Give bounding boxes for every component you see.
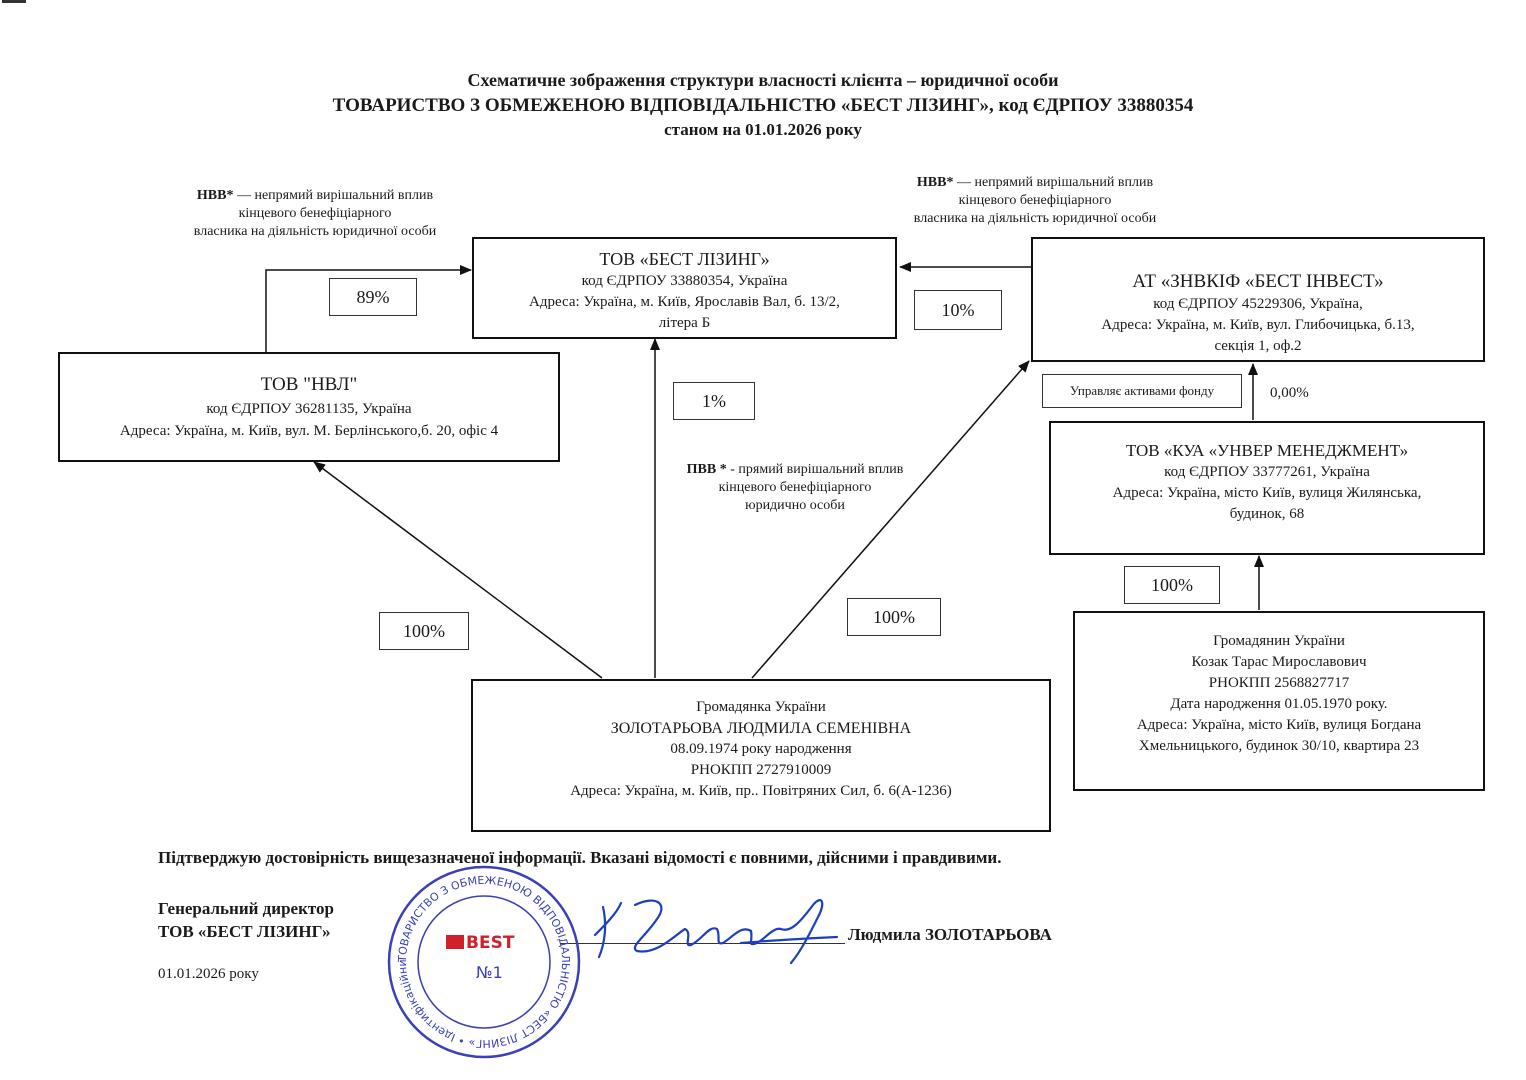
nvv-right-text3: власника на діяльність юридичної особи — [913, 211, 1157, 226]
company-stamp: ТОВАРИСТВО З ОБМЕЖЕНОЮ ВІДПОВІДАЛЬНІСТЮ … — [384, 862, 581, 1059]
entity-kua: ТОВ «КУА «УНВЕР МЕНЕДЖМЕНТ» код ЄДРПОУ 3… — [1049, 421, 1485, 555]
znvkif-addr1: Адреса: Україна, м. Київ, вул. Глибочиць… — [1101, 317, 1415, 333]
nvv-right-note: НВВ* — непрямий вирішальний вплив кінцев… — [870, 174, 1200, 228]
zolot-l5: Адреса: Україна, м. Київ, пр.. Повітряни… — [570, 783, 952, 799]
kua-addr1: Адреса: Україна, місто Київ, вулиця Жиля… — [1112, 485, 1422, 501]
best-addr2: літера Б — [658, 315, 711, 331]
kua-addr2: будинок, 68 — [1229, 506, 1305, 522]
pct-nvl-to-best: 89% — [329, 278, 417, 316]
pvv-abbr: ПВВ * — [686, 462, 727, 477]
zolot-l1: Громадянка України — [696, 699, 826, 715]
pct-zolot-to-znvkif: 100% — [847, 598, 941, 636]
handwritten-signature — [593, 899, 839, 965]
znvkif-addr2: секція 1, оф.2 — [1214, 338, 1302, 354]
zolot-l2: ЗОЛОТАРЬОВА ЛЮДМИЛА СЕМЕНІВНА — [610, 720, 912, 737]
nvv-left-text3: власника на діяльність юридичної особи — [193, 224, 437, 239]
nvv-left-abbr: НВВ* — [196, 188, 234, 203]
header-line-1: Схематичне зображення структури власност… — [467, 70, 1059, 90]
pvv-text3: юридично особи — [745, 498, 845, 513]
header-line-3: станом на 01.01.2026 року — [664, 120, 862, 139]
zolot-l4: РНОКПП 2727910009 — [690, 762, 832, 778]
pvv-text2: кінцевого бенефіціарного — [718, 480, 872, 495]
best-addr1: Адреса: Україна, м. Київ, Ярославів Вал,… — [529, 294, 840, 310]
znvkif-code: код ЄДРПОУ 45229306, Україна, — [1153, 296, 1363, 312]
entity-zolotaryova: Громадянка України ЗОЛОТАРЬОВА ЛЮДМИЛА С… — [471, 679, 1051, 832]
entity-best-lizing: ТОВ «БЕСТ ЛІЗИНГ» код ЄДРПОУ 33880354, У… — [472, 237, 897, 339]
pvv-note: ПВВ * - прямий вирішальний вплив кінцево… — [650, 461, 940, 515]
manages-assets-label: Управляє активами фонду — [1042, 374, 1242, 408]
entity-kozak: Громадянин України Козак Тарас Мирославо… — [1073, 611, 1485, 791]
best-code: код ЄДРПОУ 33880354, Україна — [581, 273, 788, 289]
scan-mark — [2, 0, 26, 3]
kozak-l2: Козак Тарас Мирославович — [1191, 654, 1367, 670]
kozak-l1: Громадянин України — [1213, 633, 1345, 649]
kozak-l4: Дата народження 01.05.1970 року. — [1170, 696, 1388, 712]
stamp-number: №1 — [476, 963, 503, 982]
entity-znvkif: АТ «ЗНВКІФ «БЕСТ ІНВЕСТ» код ЄДРПОУ 4522… — [1031, 237, 1485, 362]
kozak-l6: Хмельницького, будинок 30/10, квартира 2… — [1138, 738, 1420, 754]
kozak-l5: Адреса: Україна, місто Київ, вулиця Богд… — [1136, 717, 1422, 733]
pct-zolot-to-best: 1% — [673, 382, 755, 420]
stamp-ring-text: ТОВАРИСТВО З ОБМЕЖЕНОЮ ВІДПОВІДАЛЬНІСТЮ … — [384, 862, 572, 1050]
stamp-logo: BEST — [466, 933, 515, 953]
entity-nvl: ТОВ "НВЛ" код ЄДРПОУ 36281135, Україна А… — [58, 352, 560, 462]
pvv-text1: - прямий вирішальний вплив — [726, 462, 904, 477]
nvv-left-text1: — непрямий вирішальний вплив — [233, 188, 434, 203]
nvl-addr1: Адреса: Україна, м. Київ, вул. М. Берлін… — [119, 423, 499, 439]
signer-position-2: ТОВ «БЕСТ ЛІЗИНГ» — [158, 922, 331, 941]
arrow-zolot-to-znvkif — [751, 360, 1030, 679]
signer-name: Людмила ЗОЛОТАРЬОВА — [848, 925, 1052, 944]
confirmation-text: Підтверджую достовірність вищезазначеної… — [158, 848, 1002, 867]
pct-zolot-to-nvl: 100% — [379, 612, 469, 650]
znvkif-name: АТ «ЗНВКІФ «БЕСТ ІНВЕСТ» — [1132, 271, 1384, 292]
header-line-2: ТОВАРИСТВО З ОБМЕЖЕНОЮ ВІДПОВІДАЛЬНІСТЮ … — [332, 95, 1194, 116]
kozak-l3: РНОКПП 2568827717 — [1208, 675, 1350, 691]
arrow-zolot-to-nvl — [313, 461, 603, 679]
signature-line — [560, 943, 845, 944]
nvl-code: код ЄДРПОУ 36281135, Україна — [206, 401, 412, 417]
arrow-nvl-to-best — [265, 265, 472, 352]
signer-position-1: Генеральний директор — [158, 899, 334, 918]
best-name: ТОВ «БЕСТ ЛІЗИНГ» — [599, 249, 770, 269]
nvv-left-text2: кінцевого бенефіціарного — [238, 206, 392, 221]
pct-kozak-to-kua: 100% — [1124, 566, 1220, 604]
nvv-right-text2: кінцевого бенефіціарного — [958, 193, 1112, 208]
nvv-right-abbr: НВВ* — [916, 175, 954, 190]
zolot-l3: 08.09.1974 року народження — [670, 741, 852, 757]
nvl-name: ТОВ "НВЛ" — [260, 374, 358, 395]
nvv-left-note: НВВ* — непрямий вирішальний вплив кінцев… — [150, 187, 480, 241]
kua-name: ТОВ «КУА «УНВЕР МЕНЕДЖМЕНТ» — [1125, 441, 1409, 460]
pct-znvkif-to-best: 10% — [914, 290, 1002, 330]
kua-code: код ЄДРПОУ 33777261, Україна — [1164, 464, 1370, 480]
pct-kua-to-znvkif: 0,00% — [1270, 385, 1309, 401]
document-date: 01.01.2026 року — [158, 966, 259, 982]
nvv-right-text1: — непрямий вирішальний вплив — [953, 175, 1154, 190]
